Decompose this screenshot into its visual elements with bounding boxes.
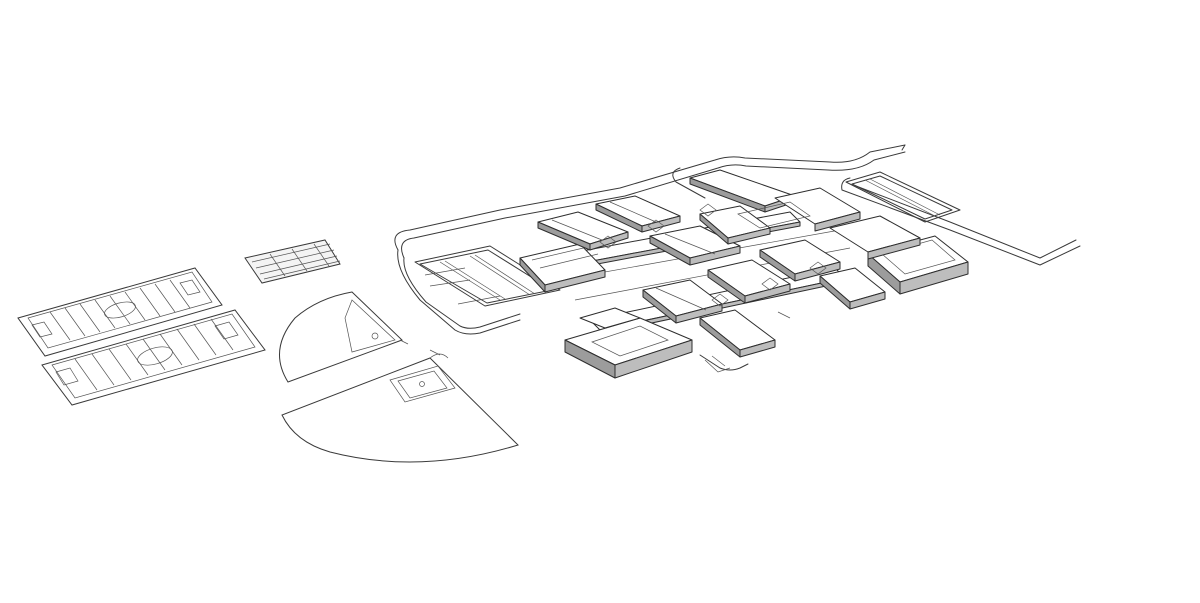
building-wing-nw-2 — [537, 211, 629, 251]
parking-lot-west — [414, 245, 561, 307]
parking-lot-east — [845, 171, 961, 223]
walkways — [704, 311, 791, 373]
building-wing-n-1 — [595, 195, 681, 233]
building-wing-nw-1 — [519, 243, 606, 293]
building-wing-se-1 — [759, 239, 841, 282]
soccer-field-north — [17, 267, 223, 357]
admin-block-north — [689, 169, 921, 260]
baseball-field-lower — [281, 349, 519, 463]
perimeter-road — [394, 144, 1081, 371]
wing-hub-markers — [599, 203, 827, 307]
building-wing-se-2 — [819, 267, 886, 310]
gymnasium-west — [564, 307, 693, 379]
baseball-field-upper — [279, 291, 409, 383]
solar-array — [244, 239, 341, 284]
building-wing-n-2 — [649, 225, 741, 266]
building-wing-s-1 — [699, 309, 776, 358]
soccer-field-south — [41, 309, 266, 406]
building-wing-ne-1 — [699, 205, 771, 245]
building-wing-s-2 — [707, 259, 791, 304]
building-wing-sw-1 — [642, 279, 723, 324]
